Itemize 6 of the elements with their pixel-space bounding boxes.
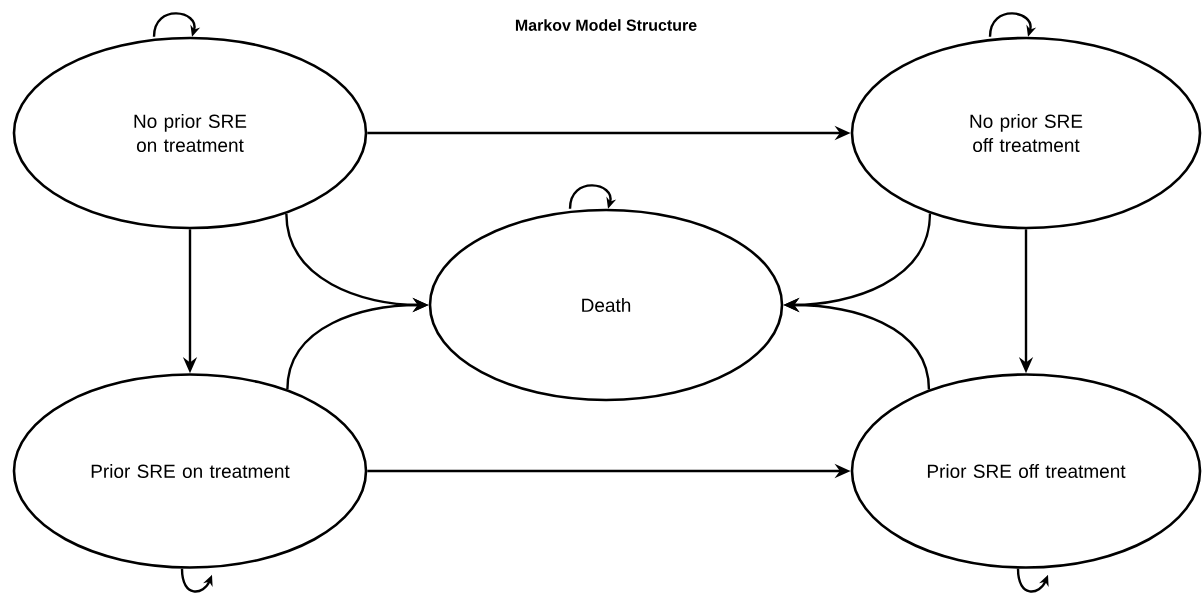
self-loop-arrow <box>1016 568 1049 593</box>
self-loop-arrow <box>180 568 213 593</box>
self-loop-arrow <box>568 184 617 209</box>
self-loop-arrow <box>152 12 201 37</box>
self-loop-arrow <box>988 12 1037 37</box>
title: Markov Model Structure <box>515 19 697 31</box>
